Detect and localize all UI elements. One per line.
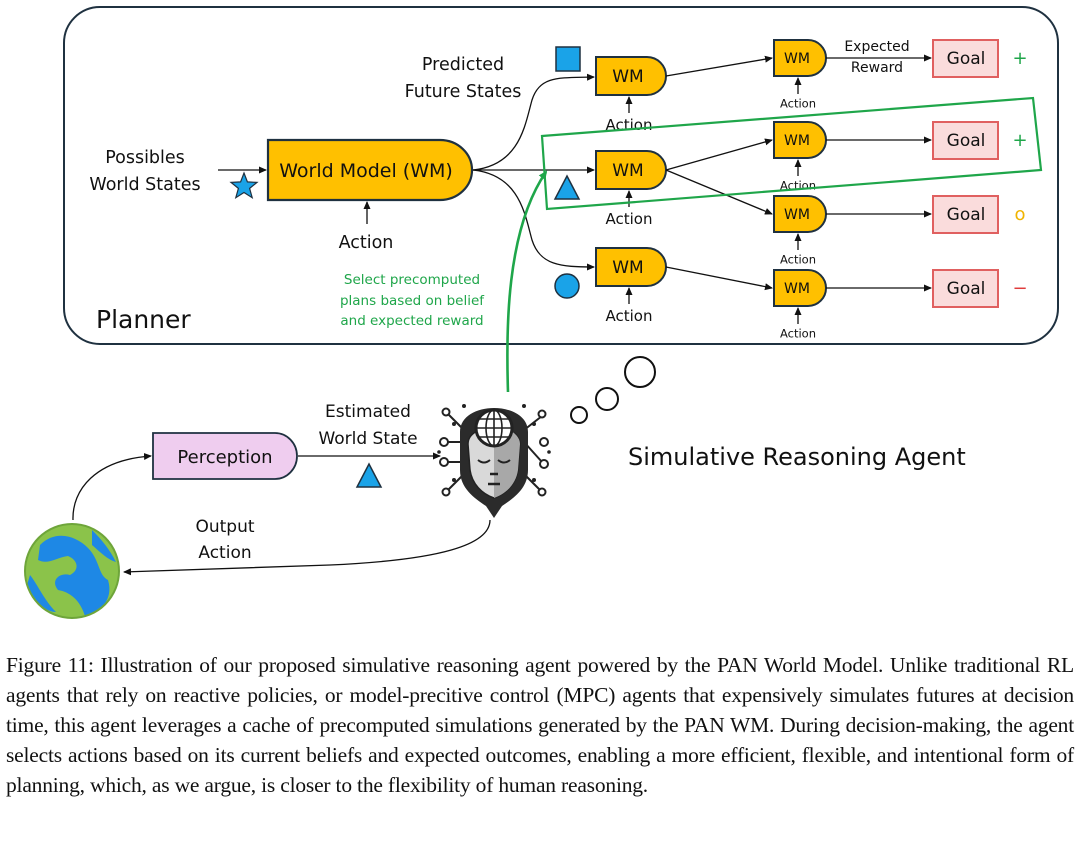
wm-node-label: WM: [612, 161, 643, 181]
earth-icon: [24, 523, 120, 619]
goal-label: Goal: [947, 49, 986, 69]
circle-state-icon: [554, 273, 580, 299]
selection-note-line2: plans based on belief: [340, 293, 485, 309]
wm-node-shape: [773, 195, 827, 233]
leaf-wm-node-1[interactable]: WM Action: [773, 39, 827, 111]
thought-bubble-large: [624, 356, 656, 388]
branch-wm-node-2[interactable]: WM Action: [595, 150, 667, 228]
planner-box: [63, 6, 1059, 345]
goal-node-2[interactable]: Goal: [932, 121, 999, 160]
selection-note-line3: and expected reward: [340, 313, 483, 329]
selection-arrow: [506, 170, 548, 393]
goal-box: [932, 121, 999, 160]
leaf-wm-node-3[interactable]: WM Action: [773, 195, 827, 267]
reward-indicator-negative: −: [1012, 278, 1027, 299]
reward-indicator-neutral: o: [1014, 204, 1025, 225]
star-icon: [229, 171, 259, 200]
edge-to-leaf-4: [665, 266, 773, 291]
goal-label: Goal: [947, 279, 986, 299]
thought-bubble-small: [570, 406, 588, 424]
wm-node-label: WM: [784, 51, 810, 67]
expected-label: Expected: [844, 39, 909, 55]
selected-plan-highlight: [540, 96, 1043, 211]
main-action-label: Action: [339, 233, 394, 253]
wm-node-shape: [595, 247, 667, 287]
reward-indicator-positive: +: [1012, 48, 1027, 69]
world-state-label: World State: [318, 429, 417, 449]
action-label: Action: [606, 307, 653, 325]
wm-node-label: WM: [784, 281, 810, 297]
triangle-state-icon: [553, 174, 581, 200]
predicted-label: Predicted: [422, 55, 504, 75]
diagram: Planner Possibles World States World Mod…: [24, 6, 1059, 619]
edge-main-to-branch-1: [472, 73, 595, 171]
square-state-icon: [555, 46, 581, 72]
wm-node-label: WM: [784, 207, 810, 223]
estimated-triangle-icon: [355, 462, 383, 488]
goal-node-1[interactable]: Goal: [932, 39, 999, 78]
goal-box: [932, 39, 999, 78]
wm-node-shape: [773, 269, 827, 307]
action-label: Action: [606, 210, 653, 228]
goal-box: [932, 195, 999, 234]
goal-node-4[interactable]: Goal: [932, 269, 999, 308]
future-states-label: Future States: [405, 82, 522, 102]
output-label: Output: [195, 517, 254, 537]
wm-node-shape: [595, 56, 667, 96]
agent-head-icon[interactable]: [437, 404, 551, 518]
earth-to-perception-arrow: [72, 453, 152, 521]
wm-node-label: WM: [612, 258, 643, 278]
action-label: Action: [780, 327, 816, 341]
wm-node-shape: [773, 121, 827, 159]
edge-to-leaf-1: [665, 55, 773, 77]
world-states-label: World States: [89, 175, 200, 195]
world-model-node[interactable]: [266, 138, 474, 202]
estimated-label: Estimated: [325, 402, 411, 422]
edge-main-to-branch-3: [472, 169, 595, 271]
action-label: Action: [780, 97, 816, 111]
figure-caption: Figure 11: Illustration of our proposed …: [6, 653, 1074, 797]
goal-label: Goal: [947, 131, 986, 151]
reward-indicator-positive: +: [1012, 130, 1027, 151]
goal-label: Goal: [947, 205, 986, 225]
possibles-label: Possibles: [105, 148, 185, 168]
agent-title: Simulative Reasoning Agent: [628, 443, 966, 471]
planner-label: Planner: [96, 305, 191, 334]
perception-node[interactable]: [152, 432, 298, 480]
wm-node-label: WM: [612, 67, 643, 87]
wm-node-shape: [773, 39, 827, 77]
branch-wm-node-3[interactable]: WM Action: [595, 247, 667, 325]
output-action-label: Action: [198, 543, 251, 563]
agent-to-earth-arrow: [123, 519, 491, 576]
world-model-label: World Model (WM): [279, 160, 453, 182]
wm-node-shape: [595, 150, 667, 190]
goal-box: [932, 269, 999, 308]
leaf-wm-node-4[interactable]: WM Action: [773, 269, 827, 341]
wm-node-label: WM: [784, 133, 810, 149]
edge-to-leaf-2: [665, 138, 773, 171]
action-label: Action: [780, 253, 816, 267]
reward-label: Reward: [851, 60, 903, 76]
selection-note-line1: Select precomputed: [344, 272, 480, 288]
thought-bubble-medium: [595, 387, 619, 411]
perception-label: Perception: [177, 447, 272, 468]
goal-node-3[interactable]: Goal: [932, 195, 999, 234]
edge-to-leaf-3: [665, 169, 773, 215]
